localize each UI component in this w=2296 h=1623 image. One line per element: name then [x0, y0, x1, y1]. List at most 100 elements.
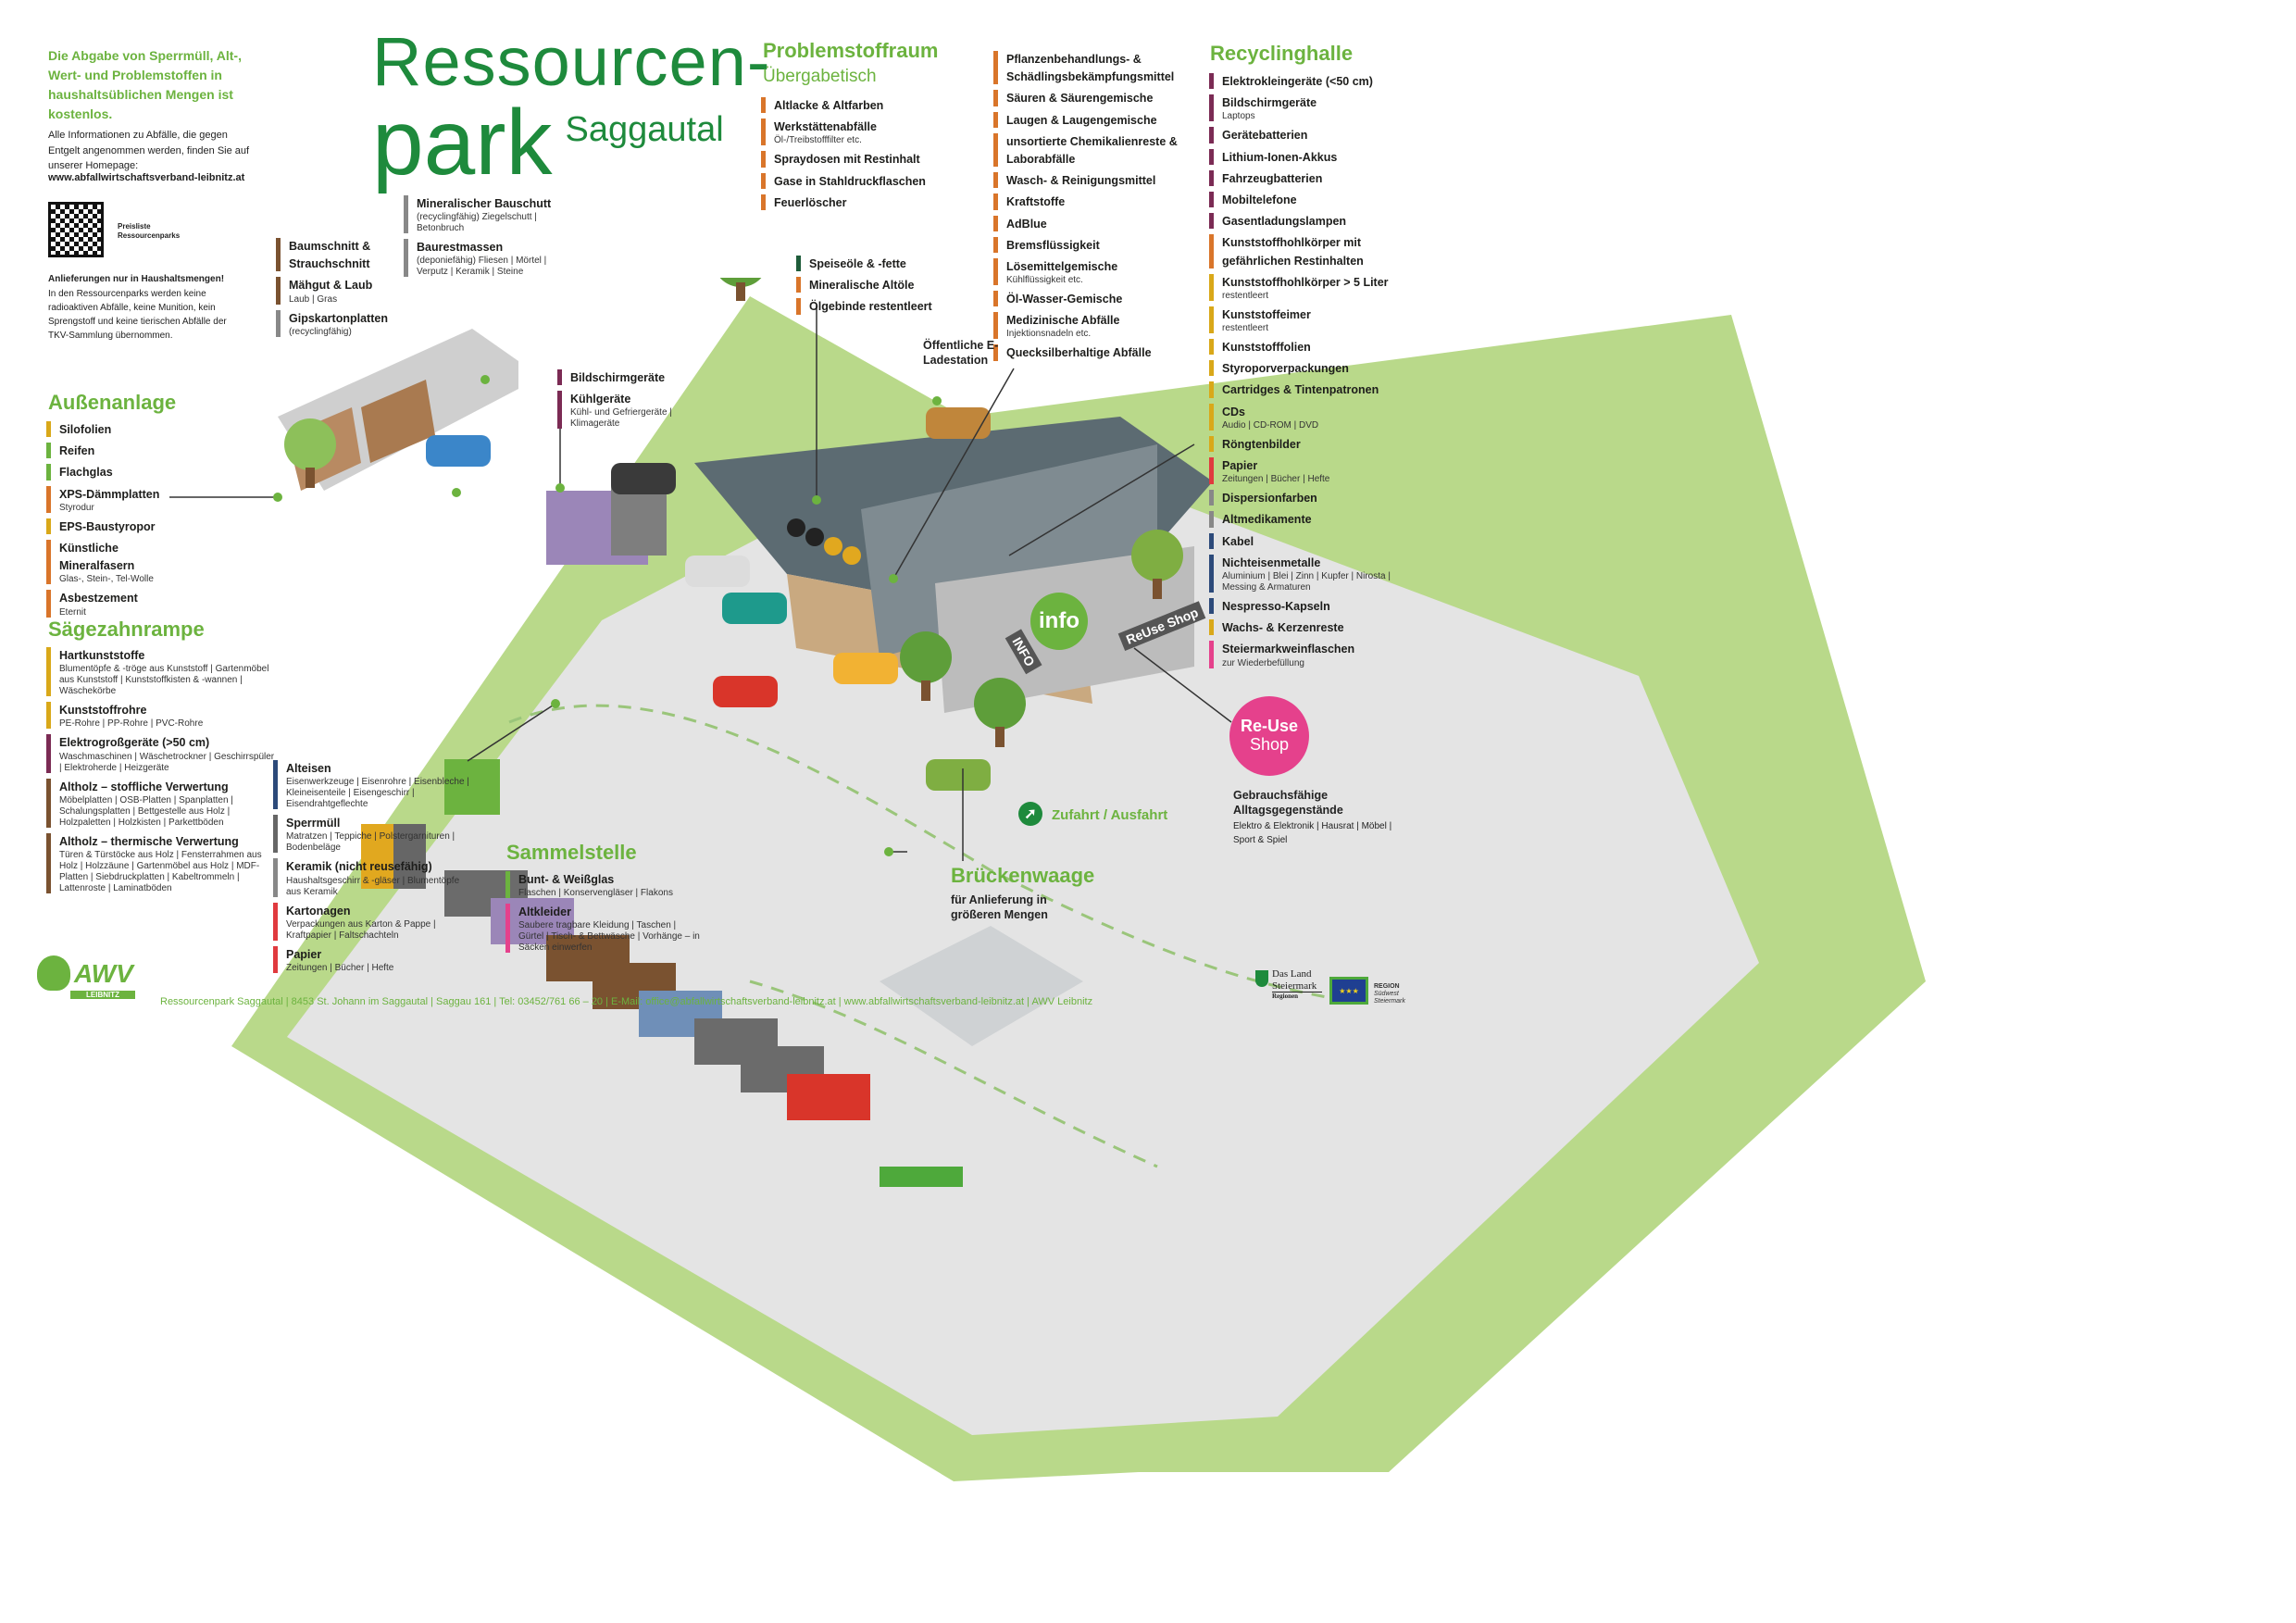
- item-name: Kunststoffrohre: [59, 704, 147, 718]
- item-name: Mineralische Altöle: [809, 279, 915, 293]
- item-sub: Öl-/Treibstofffilter etc.: [774, 135, 862, 146]
- color-bar: [1209, 339, 1214, 356]
- title-line2: park: [372, 91, 553, 194]
- color-bar: [993, 111, 998, 128]
- item-name: Kartonagen: [286, 904, 351, 918]
- title-line3: Saggautal: [565, 110, 724, 149]
- item-name: Elektrogroßgeräte (>50 cm): [59, 736, 210, 750]
- title-line1: Ressourcen-: [372, 23, 771, 100]
- list-item: Kraftstoffe: [993, 193, 1197, 210]
- color-bar: [46, 590, 51, 618]
- car-red: [713, 676, 778, 707]
- item-sub: Saubere tragbare Kleidung | Taschen | Gü…: [518, 920, 700, 954]
- item-name: Elektrokleingeräte (<50 cm): [1222, 75, 1373, 88]
- driveway-path-2: [749, 980, 1158, 1168]
- land-line1: Das Land: [1272, 968, 1312, 980]
- land-line3: Regionen: [1272, 992, 1322, 1000]
- color-bar: [1209, 73, 1214, 90]
- steiermark-crest-icon: [1255, 970, 1268, 987]
- item-sub: restentleert: [1222, 290, 1269, 301]
- list-item: Pflanzenbehandlungs- & Schädlingsbekämpf…: [993, 50, 1197, 85]
- item-sub: Eisenwerkzeuge | Eisenrohre | Eisenblech…: [286, 777, 469, 810]
- list-item: Öl-Wasser-Gemische: [993, 290, 1197, 307]
- color-bar: [1209, 457, 1214, 485]
- list-item: Keramik (nicht reusefähig)Haushaltsgesch…: [273, 857, 477, 897]
- list-item: Dispersionfarben: [1209, 489, 1404, 506]
- intro-block: Die Abgabe von Sperrmüll, Alt-, Wert- un…: [48, 46, 270, 124]
- color-bar: [993, 51, 998, 85]
- list-item: Wachs- & Kerzenreste: [1209, 618, 1404, 636]
- color-bar: [1209, 641, 1214, 668]
- item-sub: zur Wiederbefüllung: [1222, 657, 1304, 668]
- item-name: Gasentladungslampen: [1222, 215, 1347, 229]
- list-item: Altmedikamente: [1209, 510, 1404, 528]
- sammelstelle-heading: Sammelstelle: [506, 841, 637, 864]
- item-name: Sperrmüll: [286, 817, 341, 830]
- item-name: Gipskartonplatten: [289, 311, 388, 325]
- list-item: Nespresso-Kapseln: [1209, 597, 1404, 615]
- qr-label: Preisliste Ressourcenparks: [118, 222, 181, 241]
- item-name: Cartridges & Tintenpatronen: [1222, 383, 1379, 397]
- list-item: unsortierte Chemikalienreste & Laborabfä…: [993, 132, 1197, 168]
- title-block: Ressourcen- park Saggautal: [372, 23, 771, 194]
- list-item: EPS-Baustyropor: [46, 518, 185, 535]
- qr-code-icon[interactable]: [48, 202, 104, 257]
- color-bar: [1209, 148, 1214, 165]
- list-item: Wasch- & Reinigungsmittel: [993, 171, 1197, 189]
- color-bar: [46, 421, 51, 438]
- list-item: Feuerlöscher: [761, 194, 974, 211]
- item-name: Altholz – thermische Verwertung: [59, 834, 239, 848]
- item-name: Keramik (nicht reusefähig): [286, 860, 432, 874]
- awv-logo[interactable]: AWV LEIBNITZ: [37, 955, 137, 1005]
- color-bar: [993, 215, 998, 231]
- site-map: [231, 278, 1926, 1481]
- item-name: Asbestzement: [59, 592, 138, 606]
- color-bar: [46, 443, 51, 459]
- item-name: Gerätebatterien: [1222, 129, 1308, 143]
- notice-text: In den Ressourcenparks werden keine radi…: [48, 289, 227, 341]
- info-badge[interactable]: info: [1030, 593, 1088, 650]
- item-sub: Kühlflüssigkeit etc.: [1006, 275, 1083, 286]
- footer-text: Ressourcenpark Saggautal | 8453 St. Joha…: [160, 996, 1093, 1007]
- list-item: Bildschirmgeräte: [557, 368, 715, 386]
- item-name: Styroporverpackungen: [1222, 362, 1349, 376]
- color-bar: [46, 485, 51, 513]
- list-item: Speiseöle & -fette: [796, 255, 981, 272]
- intro-headline: Die Abgabe von Sperrmüll, Alt-, Wert- un…: [48, 48, 242, 121]
- item-sub: Blumentöpfe & -tröge aus Kunststoff | Ga…: [59, 664, 269, 697]
- list-item: Fahrzeugbatterien: [1209, 169, 1404, 187]
- region-logo: REGION Südwest Steiermark: [1374, 983, 1405, 1005]
- reuse-badge-line2: Shop: [1249, 735, 1290, 754]
- intro-url[interactable]: www.abfallwirtschaftsverband-leibnitz.at: [48, 172, 245, 183]
- color-bar: [46, 464, 51, 481]
- saegezahnrampe-heading: Sägezahnrampe: [48, 618, 205, 641]
- color-bar: [1209, 619, 1214, 636]
- list-item: Gipskartonplatten(recyclingfähig): [276, 309, 406, 338]
- item-sub: Waschmaschinen | Wäschetrockner | Geschi…: [59, 751, 275, 773]
- item-name: Säuren & Säurengemische: [1006, 92, 1154, 106]
- e-ladestation-label: Öffentliche E-Ladestation: [923, 339, 999, 368]
- item-sub: Flaschen | Konservengläser | Flakons: [518, 888, 673, 899]
- reuse-shop-badge[interactable]: Re-Use Shop: [1229, 696, 1309, 776]
- color-bar: [46, 647, 51, 697]
- eu-flag-icon: ★★★: [1329, 977, 1368, 1005]
- item-name: Altkleider: [518, 905, 571, 919]
- car-teal: [722, 593, 787, 624]
- item-name: CDs: [1222, 405, 1246, 418]
- list-item: Cartridges & Tintenpatronen: [1209, 381, 1404, 398]
- item-sub: Injektionsnadeln etc.: [1006, 329, 1092, 340]
- glass-containers: [880, 1167, 963, 1187]
- color-bar: [557, 391, 562, 430]
- zufahrt-label: Zufahrt / Ausfahrt: [1052, 807, 1168, 823]
